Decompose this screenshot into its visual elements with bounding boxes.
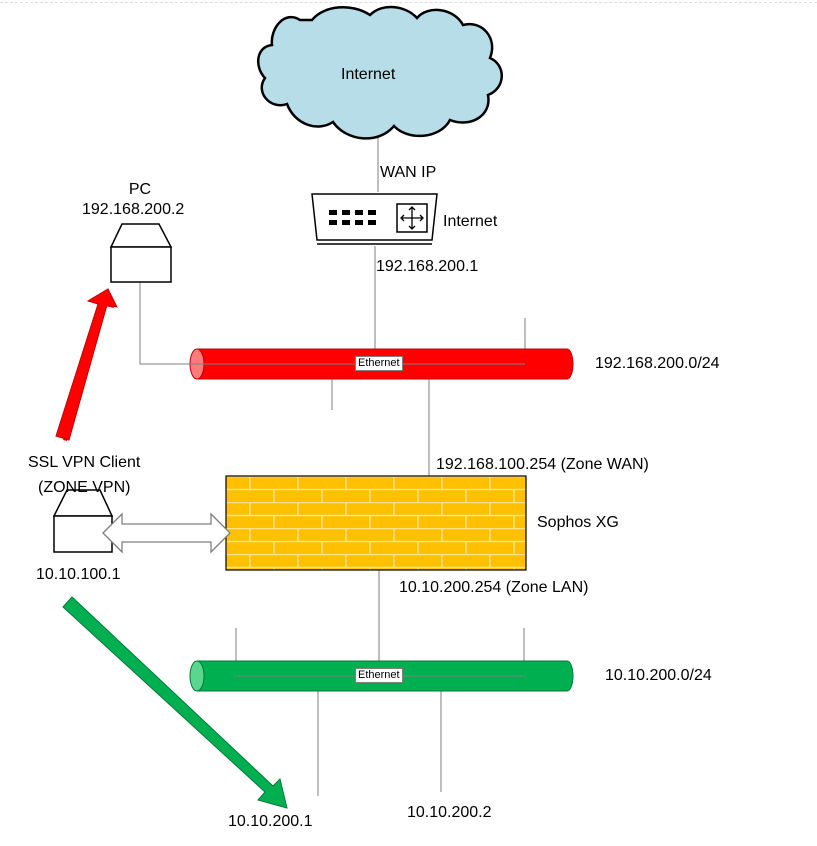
- pc-ip-label: 192.168.200.2: [82, 201, 185, 218]
- firewall-brick-wall-icon: [225, 475, 527, 571]
- lan-host-1-label: 10.10.200.1: [228, 813, 313, 830]
- pc-computer-icon: [109, 223, 173, 283]
- vpn-client-ip-label: 10.10.100.1: [36, 566, 121, 583]
- pc-name-label: PC: [128, 181, 152, 198]
- cloud-icon: [257, 5, 503, 140]
- double-arrow-icon: [102, 512, 231, 554]
- page-top-border: [0, 2, 817, 3]
- vpn-client-computer-icon: [52, 489, 114, 553]
- router-icon: [311, 193, 438, 245]
- wan-network-label: 192.168.200.0/24: [595, 355, 720, 372]
- red-arrow-body: [55, 288, 118, 441]
- lan-network-label: 10.10.200.0/24: [605, 667, 712, 684]
- firewall-wan-ip-label: 192.168.100.254 (Zone WAN): [436, 456, 649, 473]
- vpn-zone-label: (ZONE VPN): [38, 479, 131, 496]
- lan-ethernet-label: Ethernet: [355, 668, 403, 683]
- router-lan-ip-label: 192.168.200.1: [376, 258, 479, 275]
- firewall-name-label: Sophos XG: [537, 514, 619, 531]
- cloud-label: Internet: [341, 66, 396, 83]
- vpn-client-label: SSL VPN Client: [28, 454, 141, 471]
- lan-host-2-label: 10.10.200.2: [407, 804, 492, 821]
- green-vpn-arrow-icon: [62, 596, 288, 809]
- router-wan-ip-label: WAN IP: [380, 164, 437, 181]
- firewall-lan-ip-label: 10.10.200.254 (Zone LAN): [399, 579, 589, 596]
- router-name-label: Internet: [443, 213, 498, 230]
- wan-ethernet-label: Ethernet: [355, 356, 403, 371]
